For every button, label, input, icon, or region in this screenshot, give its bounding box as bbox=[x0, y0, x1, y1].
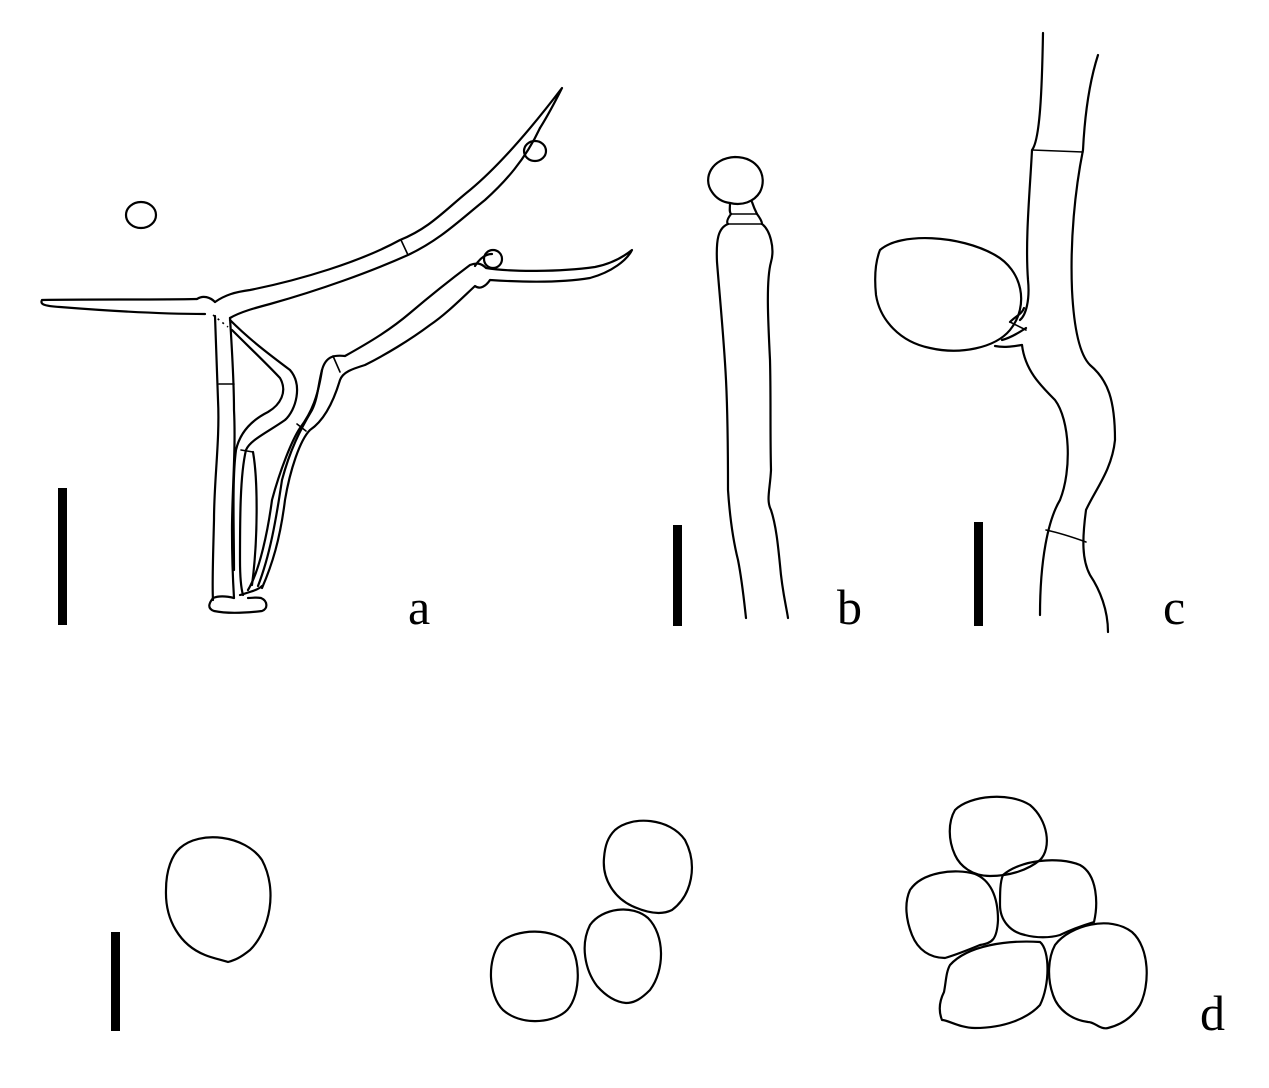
spore bbox=[489, 930, 579, 1023]
panel-c: c bbox=[874, 31, 1185, 635]
panel-label-d: d bbox=[1200, 985, 1225, 1041]
septum bbox=[400, 239, 409, 256]
spore bbox=[998, 859, 1098, 939]
scale-bar-d bbox=[111, 932, 120, 1031]
septum bbox=[1045, 529, 1087, 543]
scale-bar-c bbox=[974, 522, 983, 626]
panel-b: b bbox=[673, 155, 862, 635]
large-lateral-spore bbox=[874, 237, 1023, 352]
spore bbox=[583, 908, 663, 1005]
spore-on-tip bbox=[707, 155, 764, 206]
spore bbox=[164, 836, 272, 964]
scale-bar-a bbox=[58, 488, 67, 625]
terminal-spore bbox=[482, 248, 504, 270]
foot-cell bbox=[208, 596, 268, 614]
spore bbox=[602, 819, 693, 915]
panel-label-b: b bbox=[837, 579, 862, 635]
spore bbox=[948, 795, 1048, 878]
upper-branch-top-wall bbox=[213, 86, 564, 304]
left-branch bbox=[40, 297, 207, 316]
septum bbox=[332, 355, 341, 373]
septum bbox=[240, 449, 254, 453]
panel-d: d bbox=[111, 795, 1225, 1041]
panel-label-a: a bbox=[408, 579, 430, 635]
panel-a: a bbox=[40, 86, 634, 635]
main-stalk-left-wall bbox=[211, 314, 220, 602]
septum bbox=[1031, 149, 1084, 153]
conidiophore-left-wall bbox=[715, 222, 748, 620]
spore bbox=[1048, 922, 1148, 1030]
terminal-spore bbox=[522, 139, 548, 163]
scale-bar-b bbox=[673, 525, 682, 626]
conidiophore-right-wall bbox=[760, 222, 790, 620]
panel-label-c: c bbox=[1163, 579, 1185, 635]
hypha-left-wall bbox=[1018, 31, 1069, 617]
spore bbox=[938, 940, 1049, 1030]
spore bbox=[905, 870, 1000, 960]
upper-branch-bottom-wall bbox=[228, 126, 542, 320]
loose-spore-a bbox=[124, 200, 158, 230]
inner-branch-outer bbox=[228, 318, 299, 597]
hypha-right-wall bbox=[1070, 53, 1117, 634]
